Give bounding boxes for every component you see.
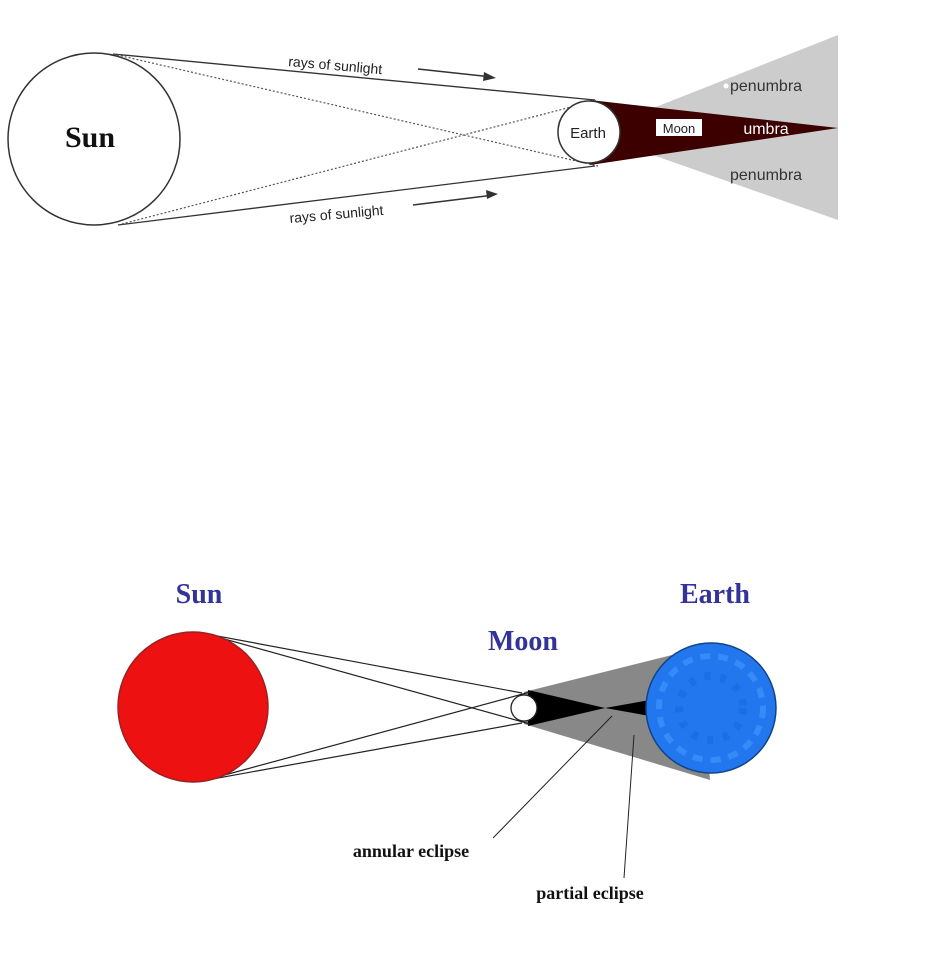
ray-line (209, 691, 531, 780)
umbra-region (605, 700, 650, 716)
rays-top-label: rays of sunlight (288, 53, 383, 77)
arrow-right-icon (412, 190, 498, 206)
penumbra-bottom-label: penumbra (730, 167, 802, 184)
moon-circle (510, 694, 538, 722)
ray-line (112, 53, 596, 101)
ray-line (195, 631, 523, 694)
partial-eclipse-label: partial eclipse (536, 883, 643, 903)
annular-pointer-line (492, 715, 613, 839)
ray-line (112, 53, 599, 167)
sun-label: Sun (65, 121, 115, 154)
rays-bottom-label: rays of sunlight (289, 202, 384, 226)
earth-texture (675, 672, 747, 744)
umbra-region (528, 690, 605, 726)
earth-texture (656, 653, 766, 763)
moon-title: Moon (488, 626, 558, 657)
arrow-right-icon (417, 68, 496, 81)
sun-circle (7, 52, 181, 226)
earth-circle (645, 642, 777, 774)
earth-label: Earth (570, 125, 606, 142)
earth-circle (557, 100, 621, 164)
earth-title: Earth (680, 579, 750, 610)
umbra-region (590, 100, 838, 165)
lunar-eclipse-diagram: Sun Earth Moon umbra penumbra penumbra r… (7, 35, 838, 226)
moon-label-box (656, 119, 702, 136)
ray-line (209, 634, 531, 725)
ray-line (117, 99, 599, 226)
ray-line (117, 165, 596, 226)
moon-label: Moon (663, 121, 696, 136)
ray-line (195, 722, 523, 783)
solar-eclipse-diagram: Sun Moon Earth annular eclipse partial e… (117, 579, 777, 903)
penumbra-marker-dot (723, 83, 729, 89)
annular-eclipse-label: annular eclipse (353, 841, 469, 861)
umbra-label: umbra (743, 121, 788, 138)
penumbra-top-label: penumbra (730, 78, 802, 95)
partial-pointer-line (623, 734, 635, 879)
sun-circle (117, 631, 269, 783)
sun-title: Sun (176, 579, 223, 610)
